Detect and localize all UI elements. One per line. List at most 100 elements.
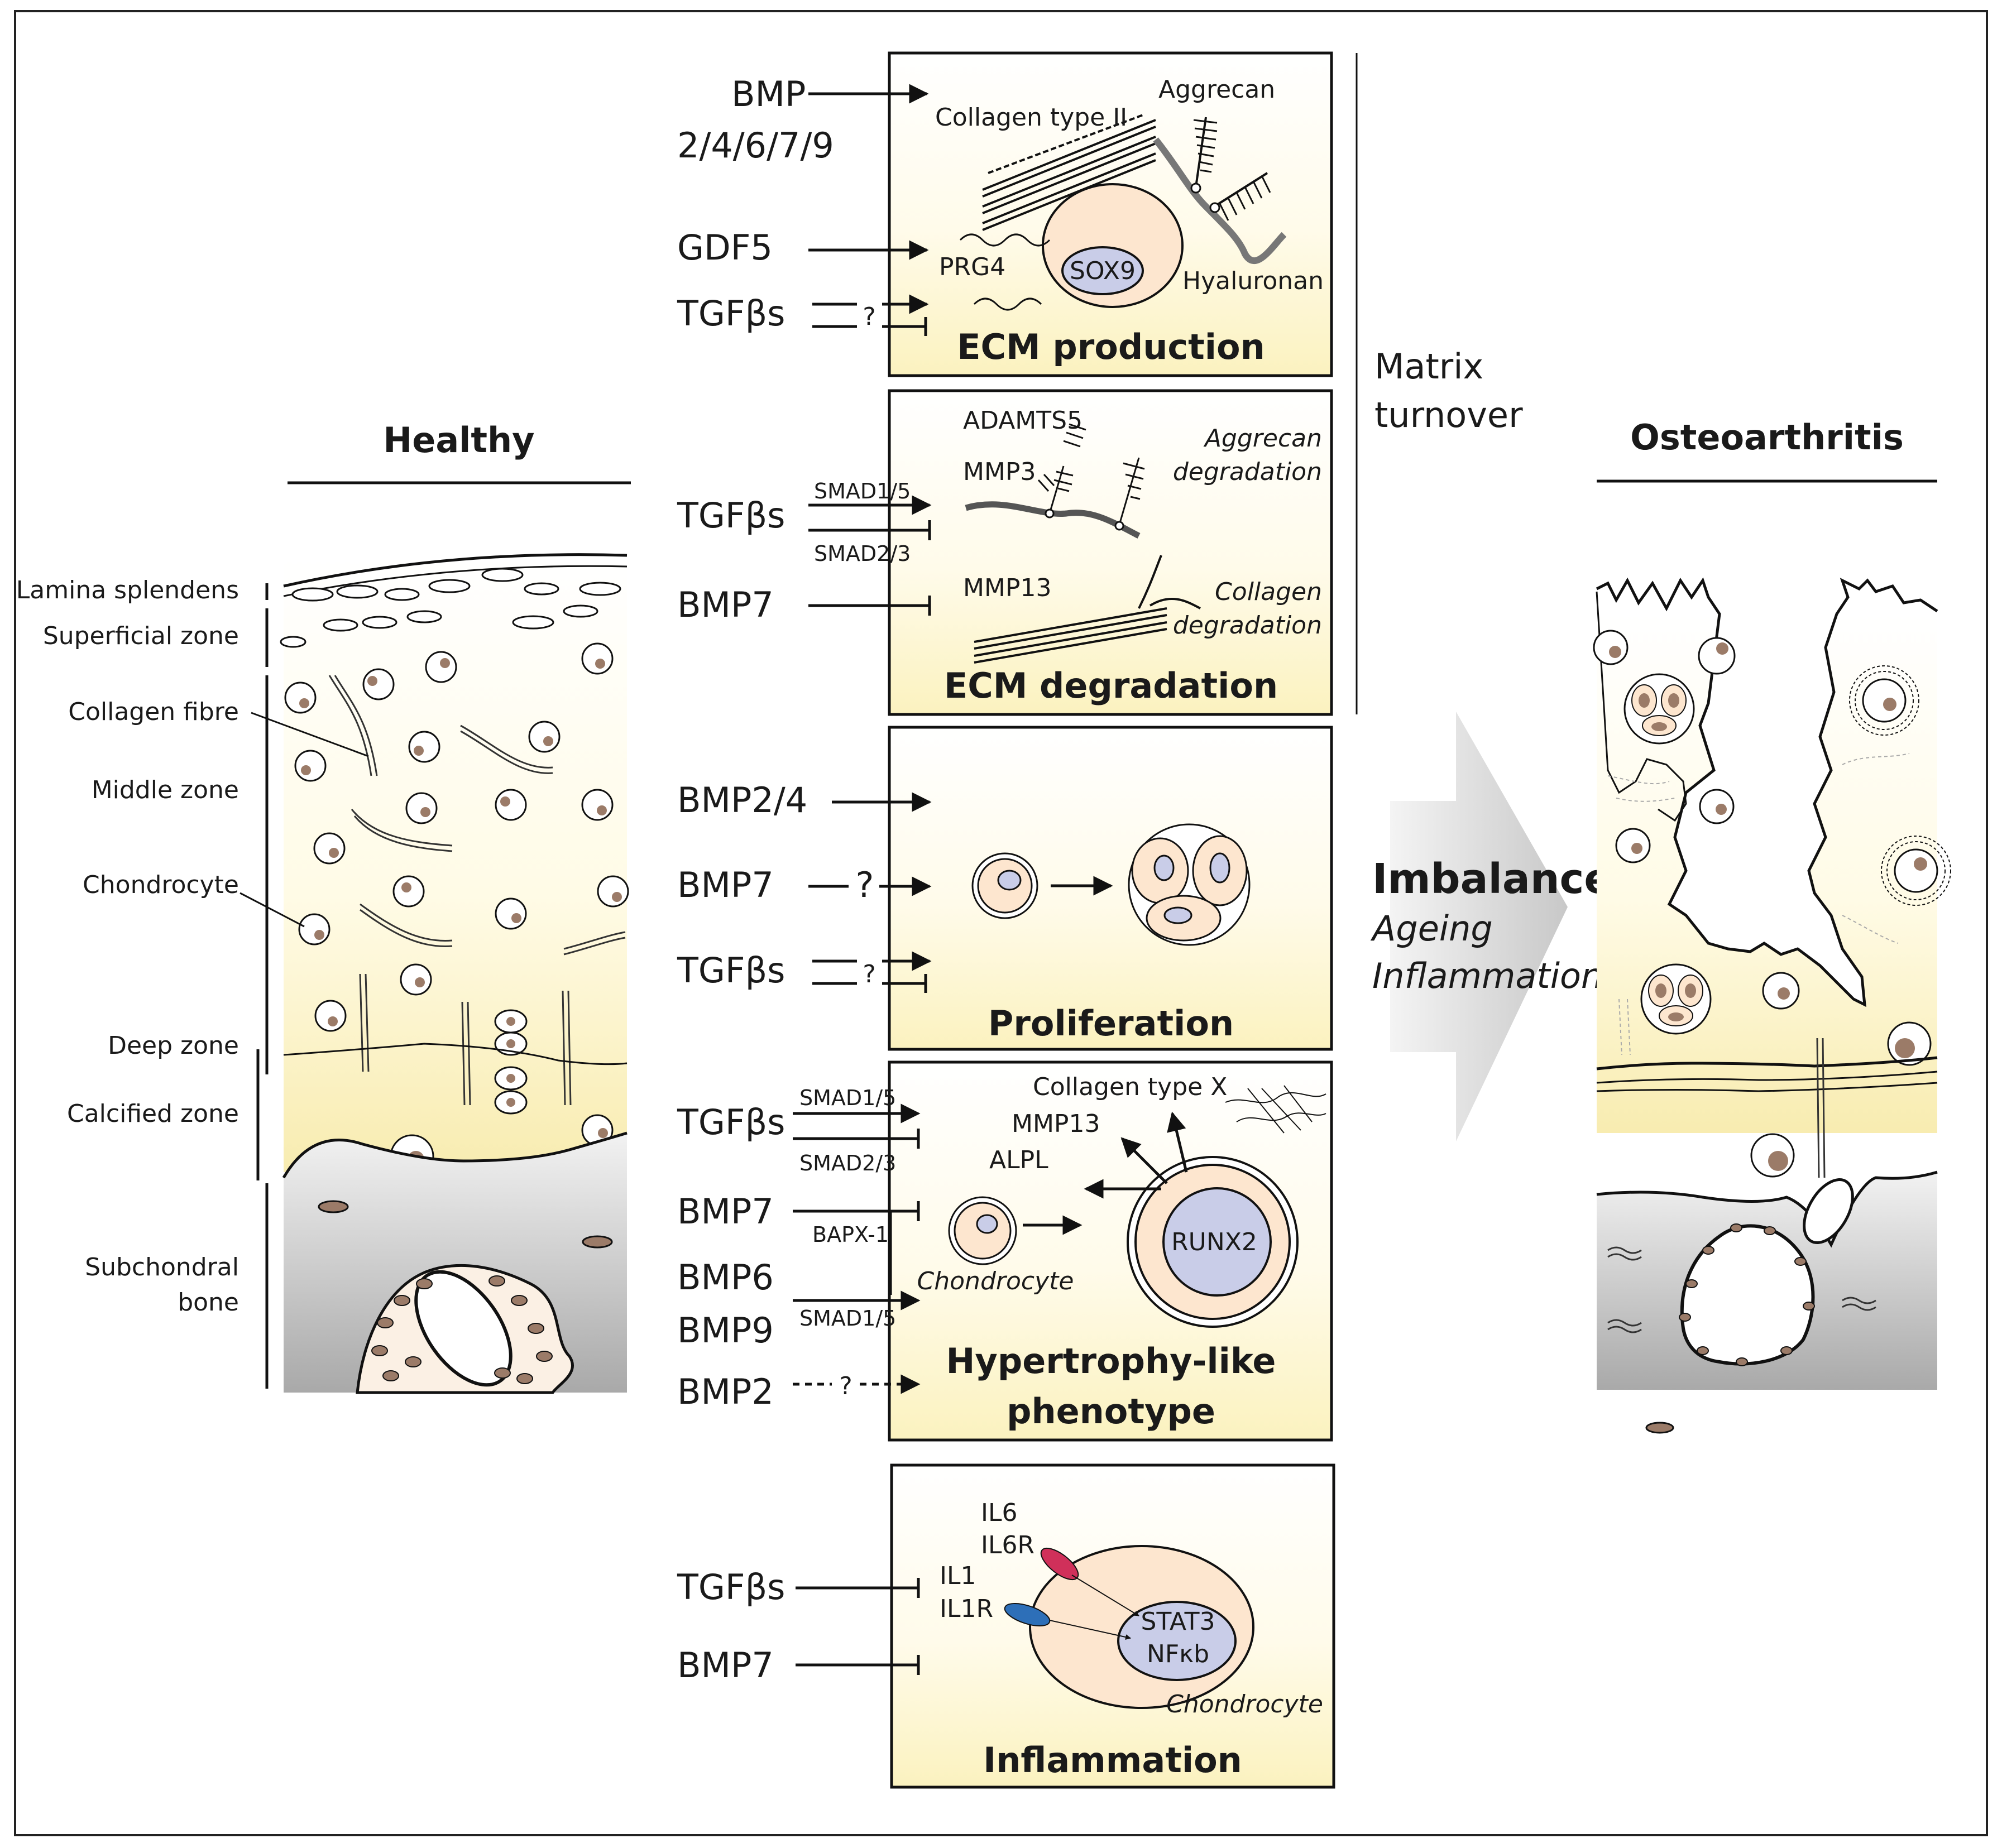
cluster-cells [1131,835,1248,942]
superficial-cells [280,568,621,648]
inflammation-title: Inflammation [983,1740,1242,1780]
oa-tidemark [1596,1056,1938,1071]
label-stat3: STAT3 [1141,1607,1215,1636]
imbalance-arrow [1390,712,1568,1141]
label-smad15-deg: SMAD1/5 [814,479,911,503]
label-smad23-deg: SMAD2/3 [814,541,911,566]
label-aggrecan: Aggrecan [1158,75,1275,104]
single-cell-nucleus [997,870,1022,891]
oa-vessel-invasion [1803,1178,1854,1244]
input-bmp: BMP [731,74,806,114]
bone-boundary [282,1131,628,1179]
collagen-x-network [1225,1085,1326,1134]
runx2-nucleus [1162,1187,1272,1297]
collagen-x-arrow [1167,1111,1188,1173]
lamina-surface [283,553,628,588]
lamina-inner [283,565,628,597]
osteocyte [318,1200,349,1213]
input-bmp7-deg: BMP7 [677,584,774,625]
label-smad23-hyp: SMAD2/3 [799,1151,896,1175]
label-adamts5: ADAMTS5 [963,406,1083,435]
cluster-nuclei [1153,852,1230,924]
pre-hypertrophic-nucleus [976,1214,998,1234]
label-lamina-splendens: Lamina splendens [16,576,239,604]
imbalance-inflammation: Inflammation [1372,956,1603,996]
panel-hypertrophy: TGFβs SMAD1/5 SMAD2/3 BMP7 BAPX-1 BMP6 B… [677,1060,1333,1442]
matrix-turnover-line2: turnover [1374,395,1523,435]
hypertrophy-title-2: phenotype [1007,1391,1215,1432]
link-protein [1190,183,1201,194]
input-tgfb-deg: TGFβs [677,495,785,536]
ecm-degradation-box [888,389,1333,716]
input-tgfb-hyp: TGFβs [677,1102,785,1143]
chondrocyte-pointer [240,892,305,928]
healthy-chondrocytes [284,642,629,1179]
healthy-cartilage [284,558,627,1172]
osteocyte [582,1235,613,1249]
label-bapx1: BAPX-1 [812,1222,889,1247]
proliferation-box [888,726,1333,1051]
chondrocyte-column [494,1009,528,1115]
label-hyaluronan: Hyaluronan [1182,267,1324,295]
il1r-receptor [1004,1602,1051,1627]
label-mmp3: MMP3 [963,458,1036,486]
zone-brackets [256,583,269,1389]
tidemark [283,1043,628,1065]
inflammation-nucleus [1117,1601,1237,1681]
oa-fissure [1597,575,1937,1005]
input-tgfb: TGFβs [677,293,785,334]
degraded-collagen [974,555,1201,664]
hyaluronan-chain [1153,137,1287,264]
matrix-turnover-line1: Matrix [1374,346,1483,387]
label-calcified-zone: Calcified zone [67,1100,239,1128]
imbalance-title: Imbalance [1372,855,1612,903]
oa-title: Osteoarthritis [1630,417,1904,458]
oa-section: Osteoarthritis [1593,417,1951,1434]
healthy-section: Healthy [16,420,631,1394]
bmp2-question: ? [839,1372,852,1400]
tgfb-question: ? [863,303,875,331]
label-il6: IL6 [981,1499,1017,1527]
collagen-ii-fibrils [982,113,1156,231]
il6-signal-arrow [1071,1575,1139,1616]
label-collagen-fibre: Collagen fibre [68,698,239,726]
label-chondrocyte: Chondrocyte [83,871,239,899]
label-superficial-zone: Superficial zone [43,622,239,650]
imbalance-ageing: Ageing [1370,908,1493,949]
collagen-fibre-pointer [251,712,369,757]
label-mmp13-hyp: MMP13 [1012,1110,1100,1138]
label-middle-zone: Middle zone [92,776,239,804]
healthy-title: Healthy [383,420,534,460]
panel-inflammation: TGFβs BMP7 STAT3 NFκb IL6 IL6R IL1 IL1R … [677,1463,1335,1789]
label-mmp13-deg: MMP13 [963,574,1051,602]
label-collagen-degradation-1: Collagen [1215,578,1322,606]
label-il1: IL1 [940,1562,976,1590]
input-bmp-family: 2/4/6/7/9 [677,125,834,166]
bmp7-prolif-question: ? [856,865,874,905]
oa-tidemark-2 [1596,1071,1938,1084]
tgfb-prolif-question: ? [863,960,875,988]
proliferation-title: Proliferation [988,1003,1234,1044]
label-sox9: SOX9 [1070,257,1136,285]
label-chondrocyte-hyp: Chondrocyte [917,1267,1074,1295]
collagen-fibres [328,675,626,1106]
label-smad15-hyp: SMAD1/5 [799,1086,896,1110]
label-chondrocyte-infl: Chondrocyte [1166,1690,1323,1719]
input-bmp6: BMP6 [677,1257,774,1298]
panel-ecm-degradation: TGFβs SMAD1/5 SMAD2/3 BMP7 ADAMTS5 MMP3 … [677,389,1333,716]
label-subchondral: Subchondral [85,1253,239,1281]
input-bmp2-hyp: BMP2 [677,1371,774,1412]
label-alpl: ALPL [989,1146,1048,1174]
label-collagen-degradation-2: degradation [1173,611,1322,640]
label-nfkb: NFκb [1147,1640,1209,1668]
input-gdf5: GDF5 [677,227,773,268]
link-protein [1209,202,1220,213]
label-smad15-bmp69: SMAD1/5 [799,1306,896,1331]
prg4-molecule [973,297,1042,311]
zone-labels: Lamina splendens Superficial zone Collag… [16,576,239,1317]
label-bone: bone [178,1288,239,1317]
label-collagen-ii: Collagen type II [935,103,1127,132]
input-tgfb-infl: TGFβs [677,1567,785,1607]
il1-signal-arrow [1049,1620,1131,1640]
hypertrophy-title-1: Hypertrophy-like [946,1341,1276,1381]
